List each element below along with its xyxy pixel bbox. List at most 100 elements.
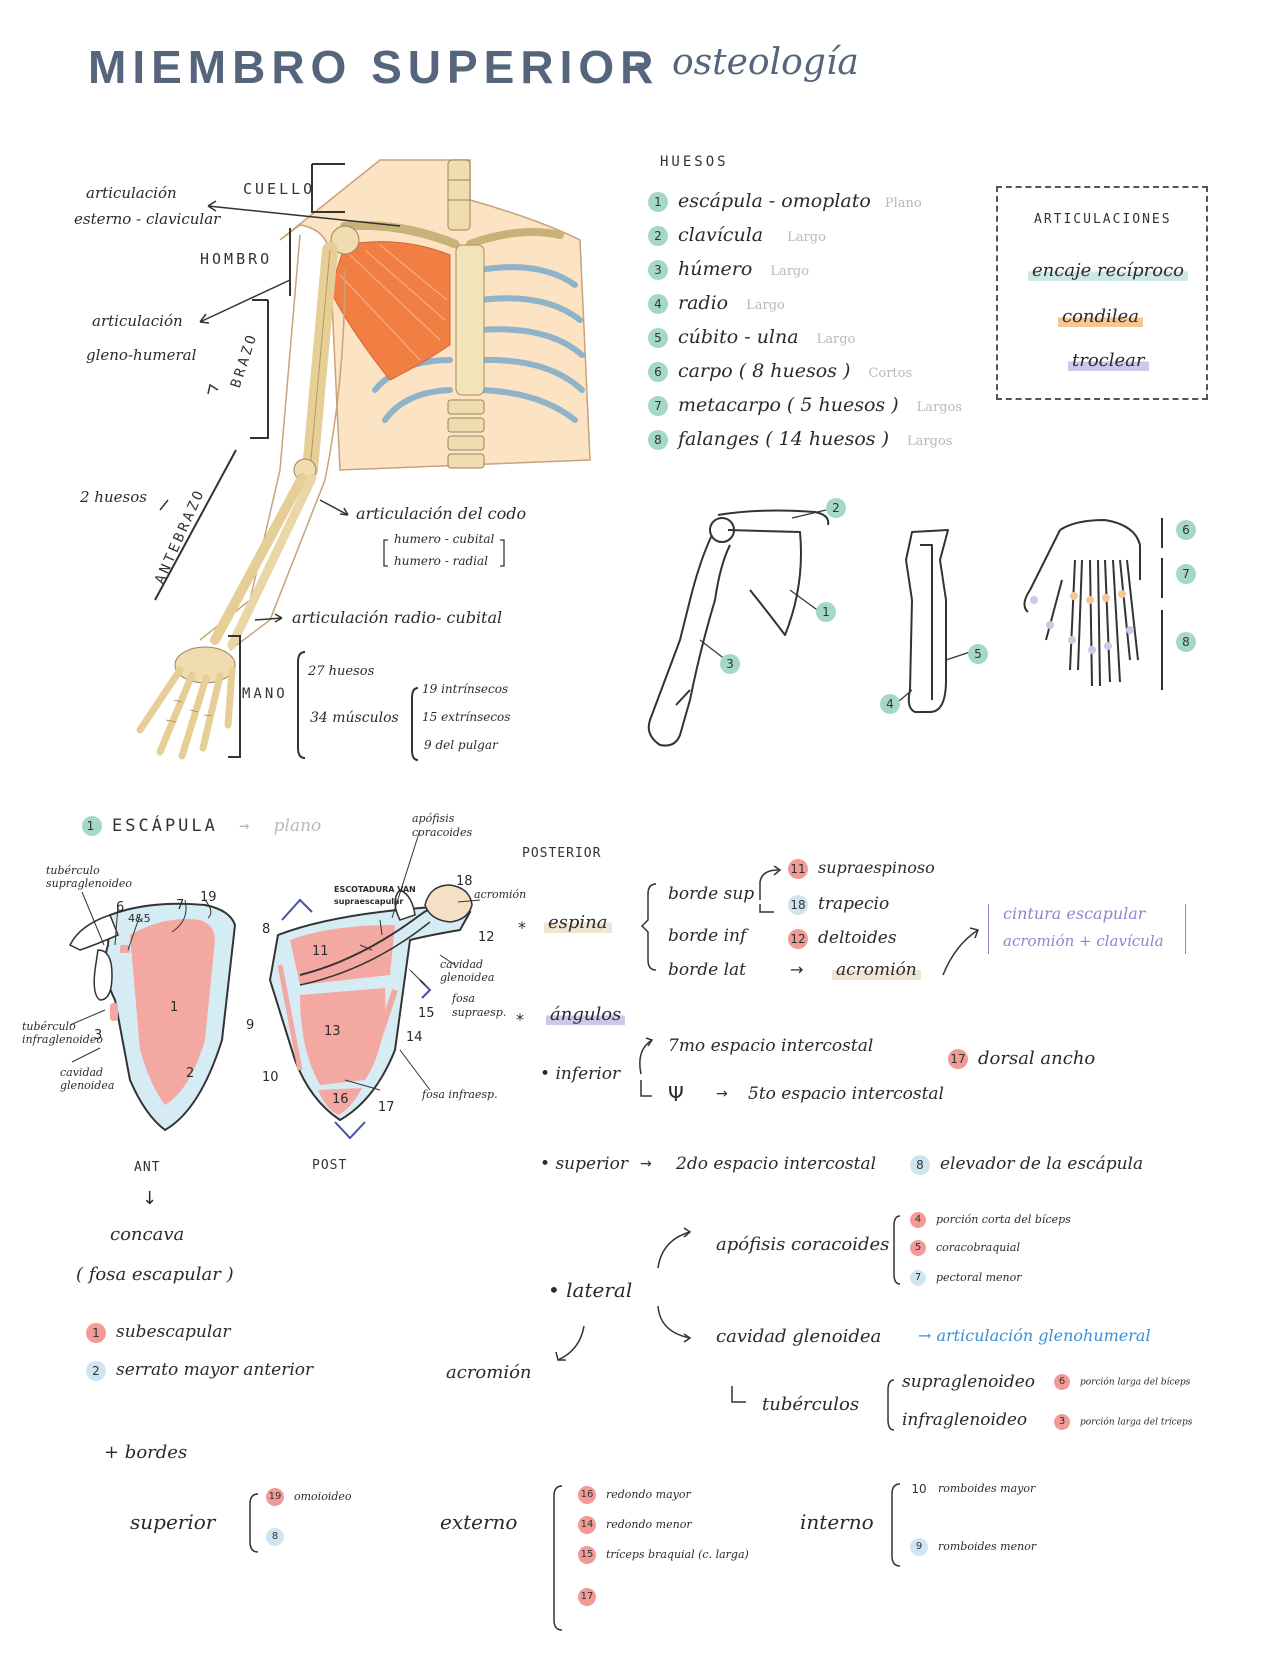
label-borde-superior: superior — [130, 1510, 216, 1534]
label-27-huesos: 27 huesos — [308, 664, 375, 679]
ant-number-2: 2 — [186, 1066, 195, 1081]
huesos-item-name: cúbito - ulna — [678, 326, 799, 348]
label-cuello: CUELLO — [243, 180, 316, 198]
arrow-right-icon: → — [716, 1086, 728, 1102]
label-art-gleno-1: articulación — [92, 312, 183, 330]
ant-number-7: 7 — [176, 898, 185, 913]
bone-number-7: 7 — [1176, 564, 1196, 584]
post-number-9: 9 — [246, 1018, 255, 1033]
label-acromion-lateral: acromión — [446, 1362, 532, 1383]
label-cavidad-glenoidea-post: cavidad glenoidea — [440, 958, 495, 984]
huesos-item-type: Largo — [770, 264, 810, 279]
bone-number-4: 4 — [880, 694, 900, 714]
scapula-diagrams — [68, 829, 481, 1140]
label-cintura-2: acromión + clavícula — [1003, 932, 1164, 950]
huesos-item-name: húmero — [678, 258, 753, 280]
huesos-item-type: Plano — [884, 196, 922, 211]
label-lateral: • lateral — [548, 1278, 633, 1302]
escapula-heading: 1 ESCÁPULA → plano — [82, 816, 321, 836]
huesos-item: 5 cúbito - ulna Largo — [648, 326, 855, 348]
label-intrinsecos: 19 intrínsecos — [422, 682, 509, 696]
label-art-glenohumeral: → articulación glenohumeral — [918, 1326, 1151, 1345]
huesos-item: 3 húmero Largo — [648, 258, 809, 280]
label-dos-huesos: 2 huesos — [80, 488, 147, 506]
label-ant: ANT — [134, 1160, 161, 1175]
label-borde-lat: borde lat — [668, 960, 746, 980]
post-number-14: 14 — [406, 1030, 423, 1045]
huesos-item-number: 5 — [648, 328, 668, 348]
label-cavidad-glenoidea-ant: cavidad glenoidea — [60, 1066, 115, 1092]
post-number-17: 17 — [378, 1100, 395, 1115]
label-art-radio-cubital: articulación radio- cubital — [292, 608, 503, 627]
bone-number-6: 6 — [1176, 520, 1196, 540]
articulaciones-heading: ARTICULACIONES — [1034, 212, 1172, 227]
huesos-item-name: metacarpo ( 5 huesos ) — [678, 394, 899, 416]
label-fosa-infraesp: fosa infraesp. — [422, 1088, 498, 1101]
ant-number-3: 3 — [94, 1028, 103, 1043]
bone-number-3: 3 — [720, 654, 740, 674]
huesos-item-name: radio — [678, 292, 729, 314]
ant-number-6: 6 — [116, 900, 125, 915]
huesos-item-type: Largo — [746, 298, 785, 313]
label-art-codo: articulación del codo — [356, 504, 527, 523]
arrow-right-icon: → — [640, 1156, 652, 1172]
label-fosa-supraesp: fosa supraesp. — [452, 992, 507, 1019]
label-pulgar: 9 del pulgar — [424, 738, 498, 752]
escapula-number: 1 — [82, 816, 102, 836]
down-arrow-icon: ↓ — [142, 1188, 158, 1209]
label-cavidad-lateral: cavidad glenoidea — [716, 1326, 882, 1347]
huesos-heading: HUESOS — [660, 154, 729, 170]
title-dash: - — [634, 42, 647, 83]
huesos-item-number: 1 — [648, 192, 668, 212]
angulos-star: * — [516, 1010, 524, 1029]
label-borde-externo: externo — [440, 1510, 518, 1534]
label-escotadura: ESCOTADURA VAN supraescapular — [334, 885, 416, 906]
escapula-arrow: → — [239, 816, 253, 836]
label-mano: MANO — [242, 686, 288, 702]
label-cintura-1: cintura escapular — [1003, 904, 1146, 923]
huesos-item-name: carpo ( 8 huesos ) — [678, 360, 851, 382]
label-post: POST — [312, 1158, 348, 1173]
label-acromion-espina: acromión — [832, 960, 921, 980]
articulaciones-box: ARTICULACIONES encaje recíproco condilea… — [996, 186, 1208, 400]
label-hombro: HOMBRO — [200, 250, 273, 268]
huesos-item-number: 7 — [648, 396, 668, 416]
huesos-item-number: 6 — [648, 362, 668, 382]
articulacion-troclear: troclear — [1068, 350, 1149, 371]
escapula-type: plano — [273, 816, 322, 836]
post-number-11: 11 — [312, 944, 329, 959]
label-superior: • superior — [540, 1154, 628, 1174]
label-7mo-espacio: 7mo espacio intercostal — [668, 1036, 874, 1056]
bone-number-2: 2 — [826, 498, 846, 518]
label-borde-inf: borde inf — [668, 926, 747, 946]
huesos-item-type: Largo — [816, 332, 856, 347]
label-infraglenoideo: infraglenoideo — [902, 1410, 1028, 1430]
label-inferior: • inferior — [540, 1064, 621, 1084]
huesos-item-number: 3 — [648, 260, 668, 280]
articulacion-condilea: condilea — [1058, 306, 1143, 327]
label-posterior: POSTERIOR — [522, 846, 602, 861]
label-humero-radial: humero - radial — [394, 554, 488, 568]
ant-number-1: 1 — [170, 1000, 179, 1015]
escapula-title: ESCÁPULA — [112, 816, 218, 836]
label-concava: concava — [110, 1224, 185, 1245]
label-art-gleno-2: gleno-humeral — [86, 346, 197, 364]
label-angulos: ángulos — [546, 1004, 626, 1025]
psi-icon: Ψ — [668, 1082, 684, 1106]
huesos-item-number: 4 — [648, 294, 668, 314]
bone-number-8: 8 — [1176, 632, 1196, 652]
post-number-15: 15 — [418, 1006, 435, 1021]
huesos-item-name: falanges ( 14 huesos ) — [678, 428, 889, 450]
